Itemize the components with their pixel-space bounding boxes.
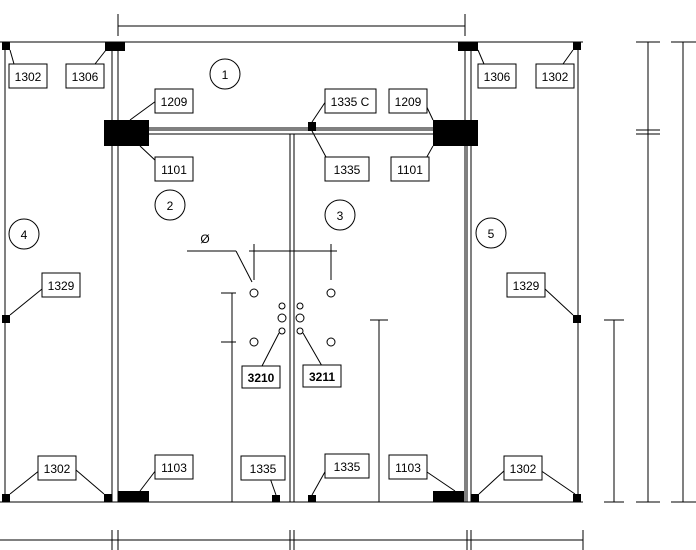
svg-text:1302: 1302 — [15, 70, 42, 84]
zone-marker-3 — [324, 199, 356, 231]
svg-text:1329: 1329 — [513, 279, 540, 293]
svg-text:1103: 1103 — [161, 461, 187, 475]
svg-text:1103: 1103 — [395, 461, 421, 475]
transom-panel — [117, 41, 466, 129]
left-side-panel — [4, 41, 113, 503]
svg-text:1209: 1209 — [395, 95, 422, 109]
zone-marker-1 — [209, 58, 241, 90]
zone-number-3: 3 — [337, 209, 344, 223]
zone-marker-4 — [8, 218, 40, 250]
zone-number-2: 2 — [167, 199, 174, 213]
svg-text:1335: 1335 — [334, 460, 361, 474]
svg-text:3210: 3210 — [248, 371, 275, 385]
diameter-symbol: Ø — [200, 232, 209, 246]
svg-text:1101: 1101 — [397, 163, 423, 177]
svg-text:1101: 1101 — [161, 163, 187, 177]
label-1103-right: 1103 — [388, 454, 428, 480]
svg-text:1209: 1209 — [161, 95, 188, 109]
leader-lines — [9, 49, 576, 496]
label-1101-right: 1101 — [390, 156, 430, 182]
label-1103-left: 1103 — [154, 454, 194, 480]
label-1306-top-right: 1306 — [477, 63, 517, 89]
label-1335-bottom-b: 1335 — [324, 453, 370, 479]
zone-marker-5 — [475, 217, 507, 249]
label-1302-bottom-left: 1302 — [37, 455, 77, 481]
svg-text:1335: 1335 — [250, 462, 277, 476]
svg-text:1329: 1329 — [48, 279, 75, 293]
dimension-lines — [0, 14, 696, 550]
zone-number-4: 4 — [21, 228, 28, 242]
glass-panels — [0, 41, 583, 503]
label-1335c: 1335 C — [324, 88, 377, 114]
label-1101-left: 1101 — [154, 156, 194, 182]
svg-text:1306: 1306 — [484, 70, 511, 84]
hardware-fittings — [2, 42, 581, 502]
label-1335-bottom-a: 1335 — [240, 455, 286, 481]
label-1302-top-left: 1302 — [8, 63, 48, 89]
label-1329-left: 1329 — [41, 272, 81, 298]
svg-text:1335: 1335 — [334, 163, 361, 177]
zone-number-1: 1 — [222, 68, 229, 82]
label-3211: 3211 — [302, 364, 342, 388]
label-1335-center: 1335 — [324, 156, 370, 182]
svg-text:3211: 3211 — [309, 370, 335, 384]
zone-number-5: 5 — [488, 227, 495, 241]
label-1306-top-left: 1306 — [65, 63, 105, 89]
left-door-leaf — [117, 133, 291, 503]
part-labels: 1302 1306 1306 1302 1209 1335 C 1209 11 — [8, 63, 575, 481]
label-1209-left: 1209 — [154, 88, 194, 114]
label-1302-bottom-right: 1302 — [503, 455, 543, 481]
svg-text:1302: 1302 — [542, 70, 569, 84]
svg-text:1306: 1306 — [72, 70, 99, 84]
svg-text:1335 C: 1335 C — [331, 95, 370, 109]
svg-text:1302: 1302 — [510, 462, 537, 476]
svg-text:1302: 1302 — [44, 462, 71, 476]
label-1302-top-right: 1302 — [535, 63, 575, 89]
label-3210: 3210 — [241, 365, 281, 389]
handle-details — [187, 244, 388, 502]
label-1209-right: 1209 — [388, 88, 428, 114]
right-side-panel — [470, 41, 579, 503]
zone-markers: 1 2 3 4 5 — [8, 58, 507, 250]
zone-marker-2 — [154, 189, 186, 221]
label-1329-right: 1329 — [506, 272, 546, 298]
